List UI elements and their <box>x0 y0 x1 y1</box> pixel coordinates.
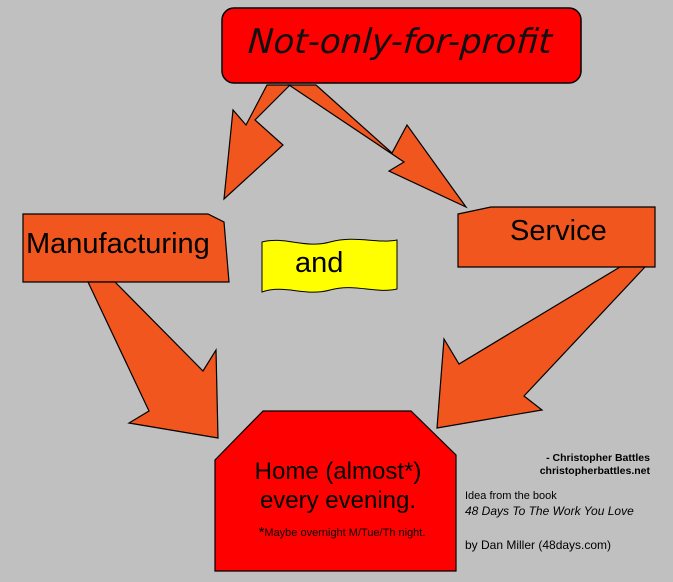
arrow-service-to-home <box>436 266 647 429</box>
home-label-line1: Home (almost*) <box>254 458 422 485</box>
book-intro: Idea from the book <box>465 490 557 502</box>
home-footnote: *Maybe overnight M/Tue/Th night. <box>222 524 462 541</box>
footnote-star: * <box>258 524 265 541</box>
home-box <box>214 410 457 572</box>
arrow-title-to-service <box>287 84 468 209</box>
service-box <box>457 206 656 268</box>
book-title: 48 Days To The Work You Love <box>465 504 634 518</box>
credit-website: christopherbattles.net <box>539 465 650 477</box>
and-label: and <box>295 247 344 279</box>
title-box <box>221 7 582 84</box>
title-label: Not-only-for-profit <box>246 22 554 62</box>
and-banner <box>261 238 398 293</box>
service-label: Service <box>510 215 607 247</box>
book-author: by Dan Miller (48days.com) <box>465 538 612 552</box>
footnote-text: Maybe overnight M/Tue/Th night. <box>264 527 426 539</box>
credit-author: - Christopher Battles <box>546 452 650 464</box>
arrow-title-to-manufacturing-shape <box>223 84 292 201</box>
home-label-line2: every evening. <box>259 487 417 514</box>
manufacturing-box <box>22 213 230 283</box>
manufacturing-label: Manufacturing <box>26 228 210 260</box>
arrow-manufacturing-to-home <box>87 281 219 439</box>
